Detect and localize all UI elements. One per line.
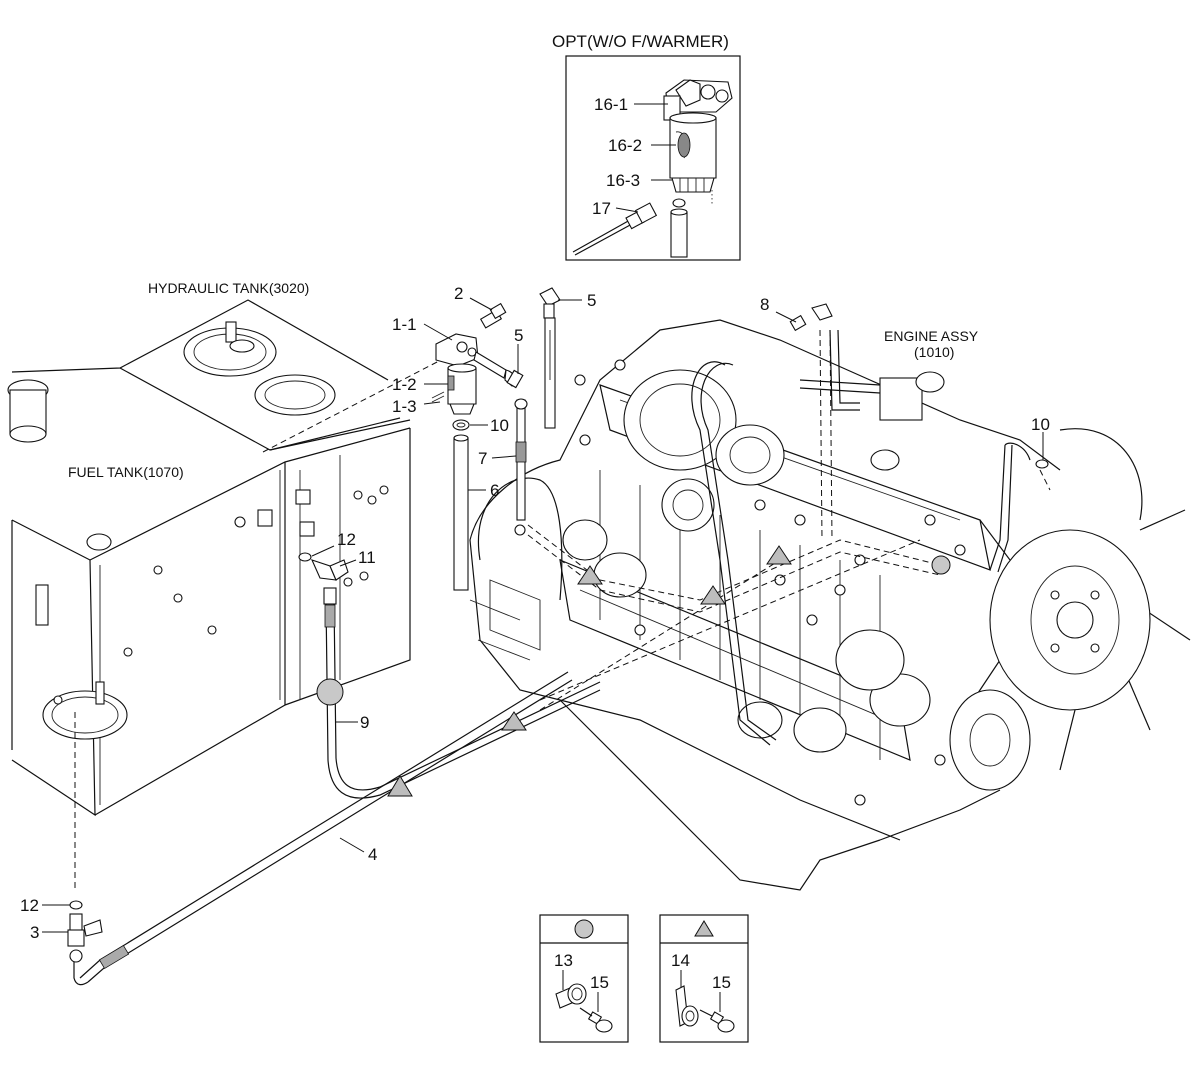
callout-15-right: 15 (712, 973, 731, 992)
callout-12-top: 12 (337, 530, 356, 549)
callout-16-1: 16-1 (594, 95, 628, 114)
callout-16-3: 16-3 (606, 171, 640, 190)
callout-1-2: 1-2 (392, 375, 417, 394)
legend-clamp-triangle: 14 15 (659, 914, 749, 1043)
callout-5-mid: 5 (514, 326, 523, 345)
alt-filter-bowl (669, 112, 717, 205)
callout-3: 3 (30, 923, 39, 942)
callout-13: 13 (554, 951, 573, 970)
tank-bolts (53, 485, 389, 705)
callout-16-2: 16-2 (608, 136, 642, 155)
fuel-tank-label: FUEL TANK(1070) (68, 464, 184, 480)
callout-5-top: 5 (587, 291, 596, 310)
hydraulic-tank-label: HYDRAULIC TANK(3020) (148, 280, 309, 296)
fuel-tank: HYDRAULIC TANK(3020) FUEL TANK(1070) (7, 280, 471, 890)
callout-1-3: 1-3 (392, 397, 417, 416)
callout-17: 17 (592, 199, 611, 218)
engine-bolts (514, 359, 966, 806)
engine-assembly: ENGINE ASSY (1010) (469, 319, 1191, 891)
callout-15-left: 15 (590, 973, 609, 992)
option-frame (565, 55, 741, 261)
callout-6: 6 (490, 481, 499, 500)
alt-hose (670, 198, 688, 258)
callout-10-right: 10 (1031, 415, 1050, 434)
callout-4: 4 (368, 845, 377, 864)
callout-14: 14 (671, 951, 690, 970)
legend-clamp-round: 13 15 (539, 914, 629, 1043)
engine-assy-label: ENGINE ASSY (884, 328, 979, 344)
fuel-filter (431, 287, 833, 591)
alt-drain-plug (572, 202, 658, 256)
callout-11: 11 (358, 548, 376, 567)
callout-1-1: 1-1 (392, 315, 417, 334)
turbocharger (623, 369, 785, 532)
callout-8: 8 (760, 295, 769, 314)
callout-7: 7 (478, 449, 487, 468)
callout-12-bottom: 12 (20, 896, 39, 915)
option-title: OPT(W/O F/WARMER) (552, 32, 729, 51)
fuel-lines (67, 459, 1049, 986)
callouts: 2 5 8 1-1 5 1-2 1-3 10 7 6 10 12 11 9 4 … (20, 284, 1050, 942)
engine-assy-code: (1010) (914, 344, 954, 360)
option-inset: OPT(W/O F/WARMER) (552, 32, 741, 261)
alt-filter-head (663, 79, 733, 121)
callout-9: 9 (360, 713, 369, 732)
callout-2: 2 (454, 284, 463, 303)
cooling-fan (959, 428, 1191, 771)
callout-10-left: 10 (490, 416, 509, 435)
